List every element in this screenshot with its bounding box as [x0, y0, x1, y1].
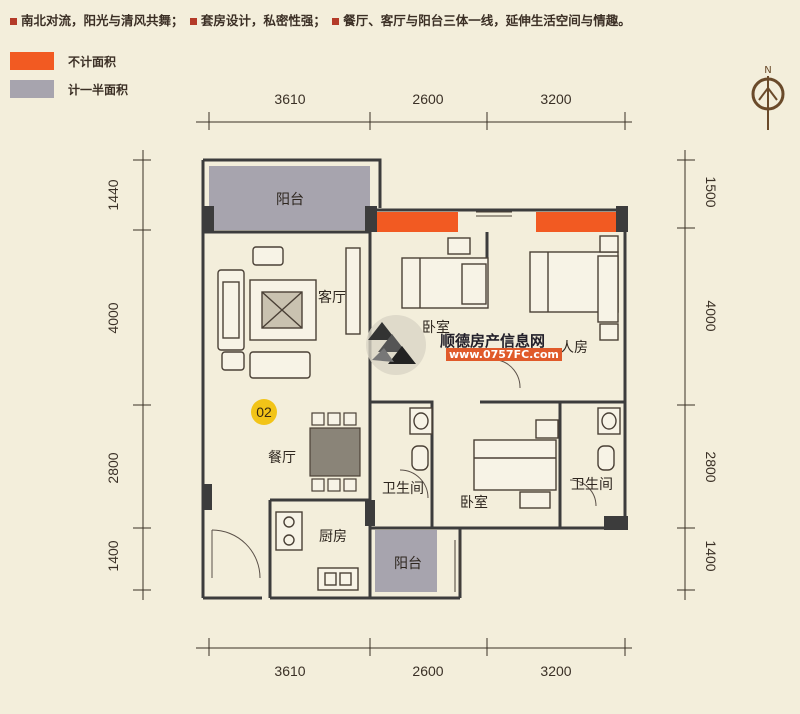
balcony-top-label: 阳台	[276, 192, 304, 208]
bedroom-right-label: 人房	[560, 340, 588, 356]
wall-columns	[202, 206, 628, 530]
right-dim-4: 1400	[703, 540, 719, 571]
compass-icon: N	[751, 65, 785, 130]
unit-tag-badge	[251, 399, 277, 425]
legend-swatch-half	[10, 80, 54, 98]
watermark-url: www.0757FC.com	[446, 348, 562, 361]
bullet-icon	[10, 17, 17, 25]
top-dim-3: 3200	[540, 91, 571, 107]
feature-2: 套房设计，私密性强；	[200, 13, 326, 28]
left-dim-4: 1400	[105, 540, 121, 571]
watermark-name: 顺德房产信息网	[440, 332, 546, 350]
feature-3: 餐厅、客厅与阳台三体一线，延伸生活空间与情趣。	[343, 13, 631, 28]
legend-swatch-excluded	[10, 52, 54, 70]
bottom-dim-2: 2600	[412, 663, 443, 679]
left-dim-1: 1440	[105, 179, 121, 210]
feature-1: 南北对流，阳光与清风共舞；	[21, 13, 184, 28]
right-dim-1: 1500	[703, 176, 719, 207]
dining-room-label: 餐厅	[268, 450, 296, 466]
left-dim-2: 4000	[105, 302, 121, 333]
living-room-furniture	[217, 246, 361, 379]
watermark-logo-icon	[366, 315, 426, 375]
dining-table-icon	[309, 412, 361, 492]
unit-tag-label: 02	[256, 404, 272, 420]
bottom-dim-1: 3610	[274, 663, 305, 679]
bullet-icon	[189, 17, 197, 25]
bottom-dim-3: 3200	[540, 663, 571, 679]
bathroom-right-label: 卫生间	[571, 477, 613, 493]
right-dim-2: 4000	[703, 300, 719, 331]
bullet-icon	[332, 17, 340, 25]
window-marks	[454, 211, 512, 592]
legend-half: 计一半面积	[10, 80, 128, 98]
kitchen-label: 厨房	[319, 529, 347, 545]
left-dimension-line	[133, 150, 151, 600]
excluded-strip-1	[376, 212, 458, 232]
right-dim-3: 2800	[703, 451, 719, 482]
bathroom-fixtures	[409, 407, 621, 471]
living-room-label: 客厅	[318, 289, 346, 306]
left-dim-3: 2800	[105, 452, 121, 483]
bottom-dimension-line	[196, 638, 632, 656]
legend-label-half: 计一半面积	[68, 82, 129, 97]
balcony-bottom-area	[375, 530, 437, 592]
legend-label-excluded: 不计面积	[68, 54, 117, 69]
legend-excluded: 不计面积	[10, 52, 116, 70]
balcony-top-area	[209, 166, 370, 230]
balcony-bottom-label: 阳台	[394, 556, 422, 572]
top-dim-1: 3610	[274, 91, 305, 107]
top-dim-2: 2600	[412, 91, 443, 107]
right-dimension-line	[677, 150, 695, 600]
top-dimension-line	[196, 112, 632, 130]
bathroom-left-label: 卫生间	[382, 481, 424, 497]
bedroom-mid-label: 卧室	[422, 319, 450, 336]
feature-header: 南北对流，阳光与清风共舞； 套房设计，私密性强； 餐厅、客厅与阳台三体一线，延伸…	[8, 10, 631, 29]
compass-north-label: N	[764, 65, 771, 76]
bedroom-furniture	[401, 235, 619, 509]
excluded-strip-2	[536, 212, 616, 232]
bedroom-bottom-label: 卧室	[460, 494, 488, 511]
kitchen-fixtures	[275, 511, 359, 591]
